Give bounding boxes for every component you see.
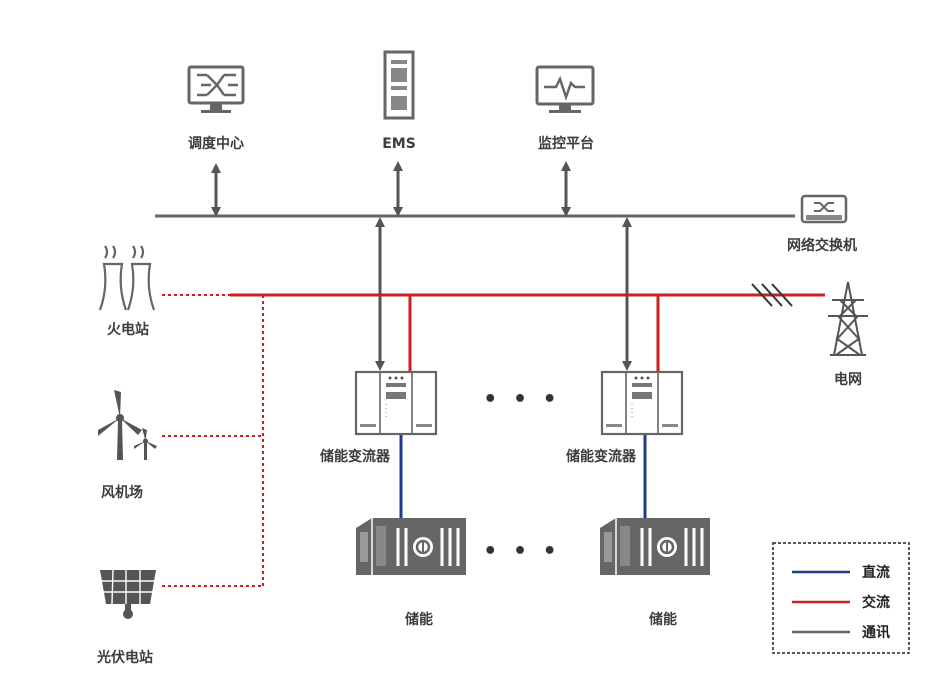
thermal-plant-label: 火电站 — [107, 321, 149, 338]
pcs-1-label: 储能变流器 — [319, 448, 391, 465]
legend-dc-label: 直流 — [862, 564, 890, 581]
pv-station-label: 光伏电站 — [96, 649, 153, 666]
ems-cabinet-icon — [383, 50, 415, 120]
wind-farm-label: 风机场 — [101, 484, 143, 501]
monitor-platform-label: 监控平台 — [538, 135, 594, 152]
pcs-2-label: 储能变流器 — [565, 448, 637, 465]
legend: 直流 交流 通讯 — [772, 542, 910, 654]
ems-label: EMS — [382, 136, 416, 152]
pcs-unit-1-icon — [354, 370, 438, 436]
storage-container-2-icon — [600, 518, 710, 575]
pcs-unit-2-icon — [600, 370, 684, 436]
grid-tower-icon — [828, 281, 868, 356]
grid-label: 电网 — [834, 371, 862, 388]
legend-comm-label: 通讯 — [862, 625, 890, 641]
storage-2-label: 储能 — [648, 611, 677, 628]
thermal-plant-icon — [98, 245, 156, 311]
storage-container-1-icon — [356, 518, 466, 575]
transformer-hatch — [751, 283, 793, 307]
storage-ellipsis: • • • — [483, 539, 561, 564]
monitor-platform-icon — [535, 65, 595, 113]
legend-ac-label: 交流 — [862, 594, 890, 611]
storage-1-label: 储能 — [404, 611, 433, 628]
network-switch-label: 网络交换机 — [787, 237, 857, 254]
pv-panel-icon — [100, 569, 156, 619]
wind-turbine-icon — [98, 390, 157, 460]
generator-ac-links — [162, 294, 264, 587]
dispatch-center-label: 调度中心 — [188, 135, 244, 152]
network-switch-icon — [800, 194, 848, 224]
dispatch-monitor-icon — [187, 65, 245, 113]
pcs-ellipsis: • • • — [483, 387, 561, 412]
